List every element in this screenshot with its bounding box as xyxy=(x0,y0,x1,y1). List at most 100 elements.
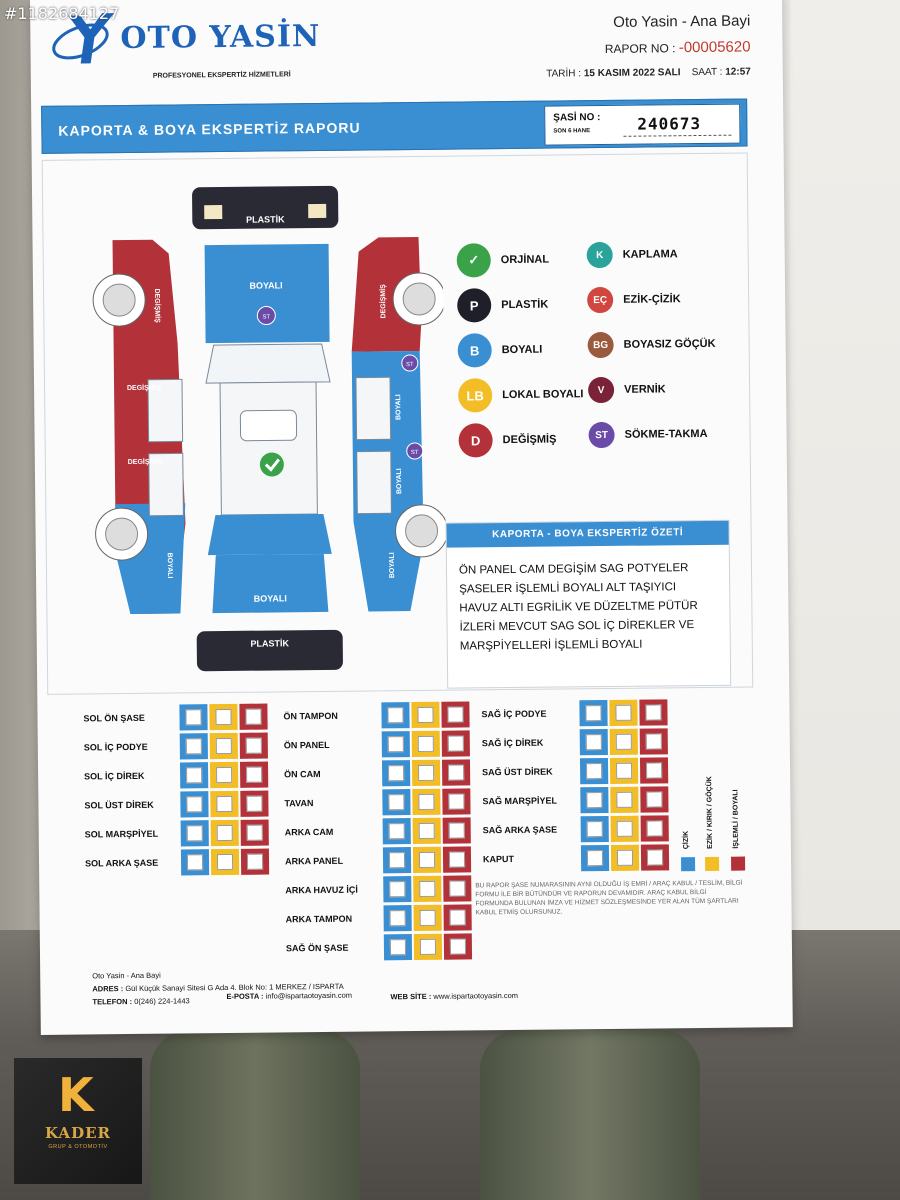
painted-checkbox[interactable] xyxy=(442,817,471,844)
painted-checkbox[interactable] xyxy=(639,728,668,755)
scratch-checkbox[interactable] xyxy=(180,820,209,847)
dent-checkbox[interactable] xyxy=(412,788,441,816)
footer-web-value: www.ispartaotoyasin.com xyxy=(433,990,519,1001)
painted-checkbox[interactable] xyxy=(640,844,670,871)
dent-checkbox[interactable] xyxy=(411,730,440,758)
scratch-checkbox[interactable] xyxy=(179,762,209,789)
checkbox-square xyxy=(448,851,466,868)
legend-dent-label: EZİK / KIRIK / GÖÇÜK xyxy=(706,776,714,849)
dent-checkbox[interactable] xyxy=(609,728,638,755)
scratch-checkbox[interactable] xyxy=(579,699,608,727)
checklist-label: ÖN TAMPON xyxy=(283,710,338,722)
rear-bumper-label: PLASTİK xyxy=(250,638,289,648)
scratch-checkbox[interactable] xyxy=(180,849,210,876)
painted-checkbox[interactable] xyxy=(640,786,669,813)
painted-checkbox[interactable] xyxy=(443,875,472,902)
scratch-checkbox[interactable] xyxy=(382,789,411,816)
checklist-label: SAĞ ÖN ŞASE xyxy=(285,942,349,954)
checkbox-square xyxy=(616,820,633,837)
dent-checkbox[interactable] xyxy=(609,757,639,784)
scratch-checkbox[interactable] xyxy=(383,876,412,903)
summary-box: KAPORTA - BOYA EKSPERTİZ ÖZETİ ÖN PANEL … xyxy=(445,519,732,689)
checklist-boxes xyxy=(179,761,270,789)
legend-scratch-swatch xyxy=(681,857,696,872)
scratch-checkbox[interactable] xyxy=(381,760,411,787)
painted-checkbox[interactable] xyxy=(443,933,473,960)
checkbox-square xyxy=(645,704,662,721)
dent-checkbox[interactable] xyxy=(209,732,238,760)
scratch-checkbox[interactable] xyxy=(382,847,412,874)
painted-checkbox[interactable] xyxy=(239,732,268,759)
dent-checkbox[interactable] xyxy=(411,759,441,787)
time-label: SAAT : xyxy=(691,66,723,79)
checkbox-square xyxy=(216,795,233,813)
checkbox-square xyxy=(388,852,406,869)
checklist-row: SAĞ ÜST DİREK xyxy=(482,757,670,785)
checkbox-square xyxy=(418,793,435,810)
checkbox-square xyxy=(447,735,464,752)
scratch-checkbox[interactable] xyxy=(580,815,609,843)
hood-st-badge: ST xyxy=(262,314,270,320)
scratch-checkbox[interactable] xyxy=(579,728,608,756)
painted-checkbox[interactable] xyxy=(442,788,471,815)
scratch-checkbox[interactable] xyxy=(580,786,609,814)
dent-checkbox[interactable] xyxy=(610,815,639,842)
right-rear-label: BOYALI xyxy=(389,552,396,578)
checklist-boxes xyxy=(382,788,472,816)
checkbox-square xyxy=(216,824,233,842)
dent-checkbox[interactable] xyxy=(610,844,640,871)
dent-checkbox[interactable] xyxy=(411,701,440,729)
checkbox-square xyxy=(419,880,436,897)
scratch-checkbox[interactable] xyxy=(579,757,609,785)
painted-checkbox[interactable] xyxy=(442,846,472,873)
dent-checkbox[interactable] xyxy=(412,817,441,845)
front-bumper-label: PLASTİK xyxy=(246,214,285,224)
painted-checkbox[interactable] xyxy=(639,757,669,784)
scratch-checkbox[interactable] xyxy=(179,704,208,731)
dent-checkbox[interactable] xyxy=(210,848,240,876)
checklist-boxes xyxy=(180,790,270,818)
painted-checkbox[interactable] xyxy=(639,699,668,726)
summary-text: ÖN PANEL CAM DEGİŞİM SAG POTYELER ŞASELE… xyxy=(458,562,698,653)
painted-checkbox[interactable] xyxy=(239,703,268,730)
painted-checkbox[interactable] xyxy=(443,904,472,931)
legend-label: BOYASIZ GÖÇÜK xyxy=(623,337,716,351)
checklist-legend: ÇİZİK EZİK / KIRIK / GÖÇÜK İŞLEMLİ / BOY… xyxy=(678,748,759,879)
scratch-checkbox[interactable] xyxy=(383,905,412,932)
legend-dent-swatch xyxy=(705,856,720,871)
dent-checkbox[interactable] xyxy=(412,846,442,874)
painted-checkbox[interactable] xyxy=(441,759,471,786)
scratch-checkbox[interactable] xyxy=(179,733,208,760)
checklist-row: KAPUT xyxy=(483,844,671,872)
dent-checkbox[interactable] xyxy=(210,819,239,847)
painted-checkbox[interactable] xyxy=(240,848,270,875)
scratch-checkbox[interactable] xyxy=(580,844,610,872)
dent-checkbox[interactable] xyxy=(609,699,638,726)
dent-checkbox[interactable] xyxy=(209,761,239,789)
legend-code-badge: B xyxy=(457,333,492,368)
checklist-boxes xyxy=(180,848,271,876)
scratch-checkbox[interactable] xyxy=(383,934,413,961)
scratch-checkbox[interactable] xyxy=(381,731,410,758)
scratch-checkbox[interactable] xyxy=(382,818,411,845)
dent-checkbox[interactable] xyxy=(413,904,442,932)
painted-checkbox[interactable] xyxy=(239,761,269,788)
painted-checkbox[interactable] xyxy=(441,730,470,757)
checkbox-square xyxy=(246,824,263,841)
dent-checkbox[interactable] xyxy=(610,786,639,813)
checklist-label: KAPUT xyxy=(482,853,515,865)
painted-checkbox[interactable] xyxy=(640,815,669,842)
dent-checkbox[interactable] xyxy=(413,875,442,903)
dent-checkbox[interactable] xyxy=(209,703,238,731)
scratch-checkbox[interactable] xyxy=(381,702,410,729)
dent-checkbox[interactable] xyxy=(413,933,443,961)
rear-bumper: PLASTİK xyxy=(196,629,343,672)
footer-web: WEB SİTE : www.ispartaotoyasin.com xyxy=(390,991,518,1001)
scratch-checkbox[interactable] xyxy=(180,791,209,818)
dent-checkbox[interactable] xyxy=(210,790,239,818)
date-label: TARİH : xyxy=(546,68,582,80)
painted-checkbox[interactable] xyxy=(441,701,470,728)
painted-checkbox[interactable] xyxy=(240,790,269,817)
painted-checkbox[interactable] xyxy=(240,819,269,846)
